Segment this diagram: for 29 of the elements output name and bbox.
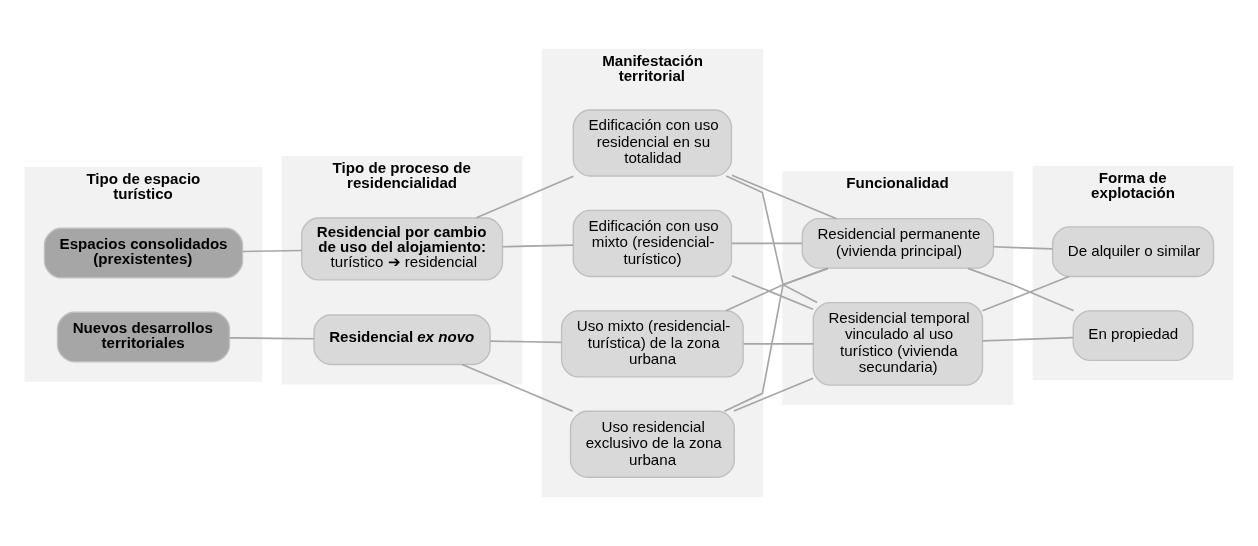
connector [501, 244, 574, 248]
node-box: Uso residencial exclusivo de la zona urbana [569, 410, 735, 478]
connector [981, 336, 1074, 342]
connector [981, 275, 1070, 312]
connector [461, 363, 574, 412]
connector [731, 174, 838, 220]
node-box: Residencial permanente (vivienda principal) [801, 218, 995, 269]
node-box: Edificación con uso residencial en su totalidad [572, 109, 733, 177]
connector [731, 242, 803, 245]
connector [725, 175, 818, 304]
connector [733, 377, 814, 412]
connector [241, 249, 303, 253]
node-box: De alquiler o similar [1051, 226, 1215, 278]
node-box: Residencial ex novo [313, 314, 491, 366]
connector [723, 267, 829, 412]
connector [475, 175, 575, 219]
node-box: Residencial temporal vinculado al uso turístico (vivienda secundaria) [812, 301, 984, 386]
node-box: Edificación con uso mixto (residencial-turístico) [572, 209, 733, 278]
node-box: Nuevos desarrollos territoriales [56, 311, 231, 363]
connector [731, 274, 814, 311]
node-box: Residencial por cambio de uso del alojamiento: turístico ➔ residencial [300, 217, 504, 281]
connector [228, 337, 315, 340]
connector [742, 343, 815, 345]
connector [489, 340, 563, 344]
node-box: Uso mixto (residencial-turística) de la zona urbana [560, 310, 744, 378]
node-box: Espacios consolidados (prexistentes) [43, 227, 244, 279]
connector [967, 267, 1075, 312]
connector [992, 245, 1054, 250]
node-box: En propiedad [1072, 310, 1194, 362]
